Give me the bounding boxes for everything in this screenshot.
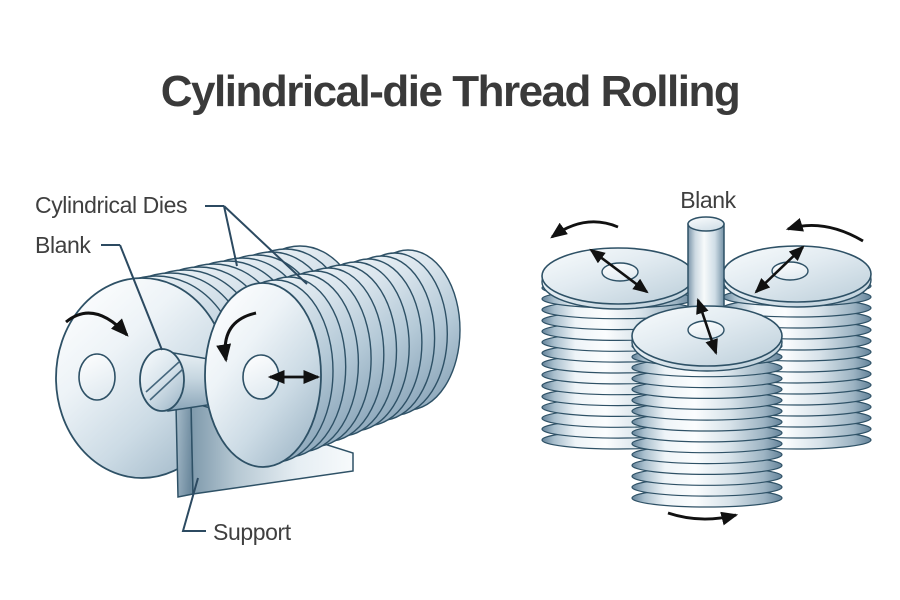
support-leader-line: [181, 477, 206, 532]
rotation-arrow-left-die: [65, 311, 129, 337]
blank-slot-line: [145, 361, 180, 393]
label-blank-left: Blank: [35, 232, 91, 258]
blank-leader-line: [101, 244, 163, 351]
blank-slot-line: [149, 368, 184, 401]
label-support: Support: [213, 519, 292, 545]
blank-head: [139, 348, 185, 412]
rotation-arrow-top-right: [785, 218, 864, 243]
traverse-double-arrow-right-die: [754, 245, 805, 294]
rotation-arrow-top-left: [550, 220, 619, 239]
blank-rod-top-face: [687, 216, 725, 232]
left-die-center-hole: [78, 353, 116, 401]
support-side-face: [175, 401, 194, 498]
traverse-double-arrow-left-die: [589, 248, 649, 294]
two-die-machine-illustration: Cylindrical Dies Blank Support: [35, 192, 461, 545]
label-cylindrical-dies: Cylindrical Dies: [35, 192, 187, 218]
blank-workpiece: [139, 348, 215, 412]
three-die-machine-illustration: Blank: [541, 187, 872, 526]
rotation-arrow-bottom: [667, 511, 739, 526]
cylindrical-dies-leader-line: [205, 205, 308, 285]
rotation-arrow-right-die: [216, 311, 257, 363]
page-title: Cylindrical-die Thread Rolling: [161, 67, 739, 116]
label-blank-right: Blank: [680, 187, 736, 213]
traverse-double-arrow-front-die: [696, 298, 718, 355]
